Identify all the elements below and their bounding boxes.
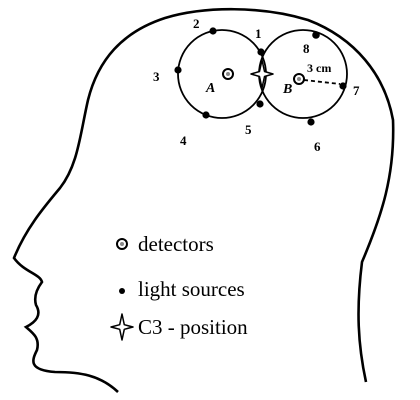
light-source-label-5: 5 [245, 122, 252, 137]
light-source-label-7: 7 [353, 83, 360, 98]
light-source-label-4: 4 [180, 133, 187, 148]
legend-light-source-icon [119, 288, 125, 294]
legend: detectors light sources C3 - position [110, 232, 248, 341]
light-source-label-8: 8 [303, 41, 310, 56]
distance-label: 3 cm [307, 61, 331, 75]
legend-detectors-text: detectors [138, 232, 214, 256]
light-source-3 [174, 66, 182, 74]
light-source-1 [257, 48, 265, 56]
detector-a-marker [222, 68, 234, 80]
light-source-label-3: 3 [153, 69, 160, 84]
legend-detector-icon [116, 238, 128, 250]
c3-position-star-icon [250, 59, 274, 89]
head-outline [12, 7, 395, 393]
legend-c3-position-text: C3 - position [138, 315, 248, 339]
light-source-2 [209, 27, 217, 35]
detector-b-marker [293, 73, 305, 85]
legend-c3-star-icon [110, 313, 134, 341]
light-source-8 [312, 31, 320, 39]
light-source-label-1: 1 [255, 26, 262, 41]
light-source-label-6: 6 [314, 139, 321, 154]
light-source-6 [307, 118, 315, 126]
light-source-label-2: 2 [193, 16, 200, 31]
light-source-4 [202, 111, 210, 119]
light-source-7 [339, 82, 347, 90]
detector-b-label: B [282, 82, 292, 97]
light-source-5 [256, 100, 264, 108]
distance-line [303, 79, 341, 85]
detector-a-label: A [205, 81, 215, 96]
legend-light-sources-text: light sources [138, 277, 245, 301]
